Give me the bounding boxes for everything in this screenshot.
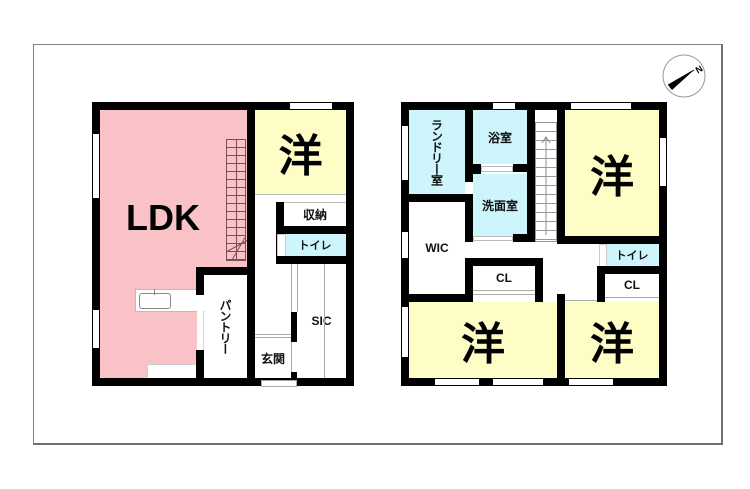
room-western-1f: 洋: [255, 110, 346, 194]
sink-icon: [139, 293, 171, 309]
entrance-door: [261, 380, 297, 387]
room-washroom: 洗面室: [473, 174, 527, 236]
stair-break-icon: [226, 235, 248, 261]
kitchen-back-counter: [147, 364, 200, 378]
room-storage: 収納: [284, 202, 346, 226]
svg-text:N: N: [694, 63, 705, 75]
compass-north-arrow-icon: N: [662, 54, 706, 98]
floor-plan-1f: LDK 洋 収納 トイレ SIC パ: [92, 102, 354, 387]
room-label-ldk: LDK: [126, 197, 200, 238]
room-closet-left: CL: [473, 266, 535, 290]
room-toilet-1f: トイレ: [284, 234, 346, 256]
room-toilet-2f: トイレ: [605, 244, 659, 266]
room-pantry: パントリー: [204, 275, 247, 378]
floor-plan-2f: ランドリー室 浴室 洗面室 WIC CL 洋 トイレ: [401, 102, 667, 386]
stair-up-arrow-icon: [541, 136, 551, 235]
room-western-2f-bottom-left: 洋: [409, 302, 557, 378]
room-entrance: 玄関: [255, 338, 291, 378]
room-closet-right: CL: [605, 274, 659, 296]
compass: N: [660, 52, 708, 100]
room-western-2f-bottom-right: 洋: [565, 302, 659, 378]
room-wic: WIC: [409, 202, 465, 294]
room-bath: 浴室: [473, 110, 527, 164]
room-laundry: ランドリー室: [409, 110, 465, 194]
room-sic: SIC: [297, 264, 346, 378]
room-western-2f-top-right: 洋: [565, 110, 659, 236]
